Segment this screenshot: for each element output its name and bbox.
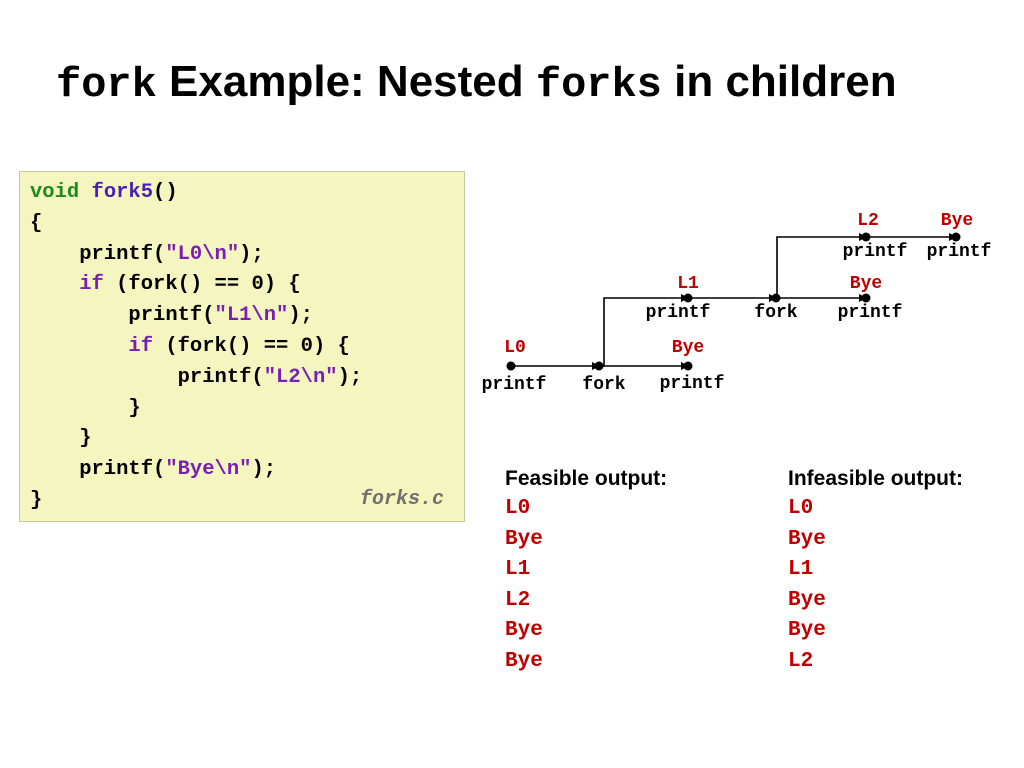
graph-node [594,361,604,371]
process-output-label: Bye [850,274,882,294]
code-token: printf( [30,304,215,328]
graph-node [771,293,781,303]
code-line: } [30,486,42,516]
graph-node [951,232,961,242]
node-op-label: printf [482,375,547,395]
code-token: ); [337,365,363,389]
feasible-output-line: L0 [505,497,531,520]
infeasible-output-line: L1 [788,558,814,582]
title-text-2: in children [661,57,897,106]
code-token: "L0\n" [165,242,240,266]
code-line: } [30,424,92,454]
node-op-label: fork [754,303,797,323]
node-op-label: fork [582,375,625,395]
code-token: printf( [30,365,264,389]
node-op-label: printf [646,303,711,323]
code-line: printf("L1\n"); [30,301,313,331]
infeasible-output-line: Bye [788,527,826,551]
feasible-output-line: Bye [505,649,543,673]
title-text-1: Example: Nested [156,57,536,106]
feasible-output-heading: Feasible output: [505,467,668,490]
code-token: (fork() == 0) { [153,335,350,358]
code-line: printf("L0\n"); [30,240,264,270]
infeasible-output-line: Bye [788,588,826,612]
node-op-label: printf [838,303,903,323]
feasible-output-line: L1 [505,558,531,582]
node-op-label: printf [660,374,725,394]
infeasible-output-heading: Infeasible output: [788,467,963,490]
code-token: } [30,427,92,451]
graph-node [861,293,871,303]
code-token: () [153,181,178,204]
infeasible-output-line: Bye [788,619,826,643]
code-token: "Bye\n" [165,458,252,482]
code-line: if (fork() == 0) { [30,270,301,300]
code-token: if [128,335,154,358]
code-token: { [30,211,43,235]
node-op-label: printf [927,242,992,262]
code-line: void fork5() [30,178,178,208]
code-token: if [79,273,104,297]
code-listing: forks.c void fork5(){ printf("L0\n"); if… [19,171,465,522]
infeasible-output-line: L0 [788,497,814,520]
code-token: void [30,181,92,204]
code-token: ); [251,458,277,482]
process-output-label: Bye [941,211,973,231]
slide-title: fork Example: Nested forks in children [56,50,897,117]
node-op-label: printf [843,242,908,262]
code-line: printf("Bye\n"); [30,455,276,485]
code-token: "L2\n" [263,365,338,389]
infeasible-output-line: L2 [788,649,814,673]
process-output-label: L2 [857,211,879,231]
code-line: { [30,209,42,239]
title-fork-code: fork [56,61,157,109]
code-line: if (fork() == 0) { [30,332,350,362]
code-filename: forks.c [359,488,444,511]
code-token: "L1\n" [214,304,289,328]
code-line: } [30,394,141,424]
code-token: ); [239,242,264,266]
graph-node [506,361,516,371]
feasible-output-line: L2 [505,588,531,612]
graph-node [861,232,871,242]
graph-node [683,293,693,303]
code-line: printf("L2\n"); [30,363,363,393]
code-token: } [30,489,43,512]
title-forks-code: forks [535,61,662,109]
feasible-output-line: Bye [505,527,543,551]
code-token: ); [288,304,313,328]
code-token: printf( [30,458,166,482]
code-token: (fork() == 0) { [103,273,301,297]
code-token: } [30,396,141,420]
process-output-label: L0 [504,338,526,358]
code-token: printf( [30,242,166,266]
graph-node [683,361,693,371]
code-token: fork5 [91,181,154,204]
feasible-output-line: Bye [505,619,543,643]
process-output-label: Bye [672,338,704,358]
process-output-label: L1 [677,274,699,294]
